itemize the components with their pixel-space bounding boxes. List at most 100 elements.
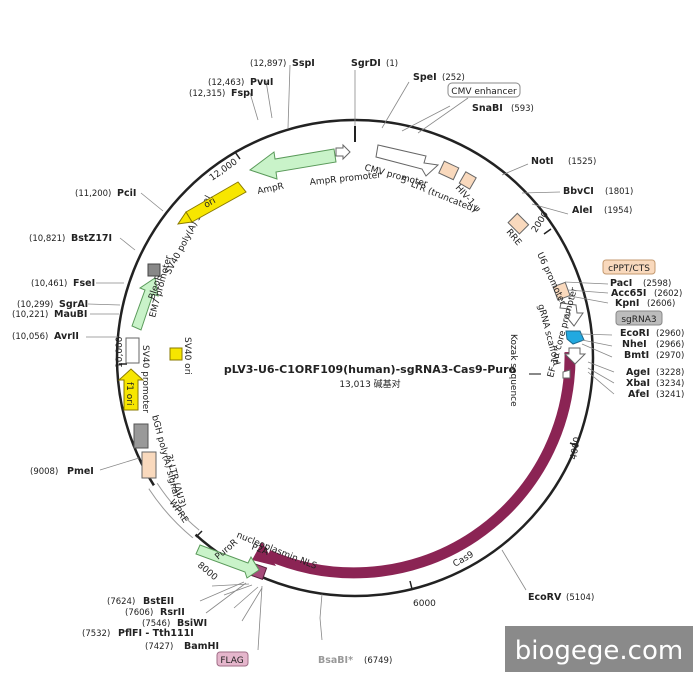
site-bsiwi-pos: (7546)	[142, 619, 170, 629]
site-pcii-name: PciI	[117, 188, 136, 199]
ampr-arrow	[248, 148, 337, 180]
cppt-box	[552, 281, 571, 301]
tick-label-4000: 4000	[569, 436, 583, 461]
site-xbai-pos: (3234)	[656, 379, 684, 389]
kozak-label: Kozak sequence	[508, 334, 518, 407]
site-sspi-name: SspI	[292, 58, 315, 69]
site-agei-pos: (3228)	[656, 368, 684, 378]
site-sgrdi-name: SgrDI	[351, 58, 381, 69]
sgrna3-box	[565, 330, 585, 345]
site-ecori-name: EcoRI	[620, 328, 650, 339]
site-leader-lines	[86, 64, 615, 651]
site-bamhi-name: BamHI	[184, 641, 219, 652]
flag-tag: FLAG	[216, 651, 249, 667]
flag-text: FLAG	[220, 656, 243, 666]
sgrna3-tag: sgRNA3	[615, 310, 663, 326]
site-bstz17i-pos: (10,821)	[29, 234, 65, 244]
site-rsrii-name: RsrII	[160, 607, 185, 618]
ltr3-box	[141, 451, 157, 479]
site-paci-name: PacI	[610, 278, 632, 289]
cppt-cts-tag: cPPT/CTS	[602, 259, 656, 275]
site-labels-left: (7427) BamHI (7532) PflFI - Tth111I (754…	[12, 58, 315, 652]
site-rsrii-pos: (7606)	[125, 608, 153, 618]
site-pvui-name: PvuI	[250, 77, 273, 88]
site-maubi-name: MauBI	[54, 309, 87, 320]
site-bsabi-pos: (6749)	[364, 656, 392, 666]
site-afei-name: AfeI	[628, 389, 649, 400]
u6-promoter-label: U6 promoter	[534, 251, 567, 307]
site-bmti-pos: (2970)	[656, 351, 684, 361]
site-bsiwi-name: BsiWI	[177, 618, 207, 629]
f1-ori-label: f1 ori	[124, 382, 134, 405]
site-bbvci-name: BbvCI	[563, 186, 594, 197]
site-pflfi-pos: (7532)	[82, 629, 110, 639]
site-avrii-pos: (10,056)	[12, 332, 48, 342]
map-subtitle: 13,013 碱基对	[339, 378, 400, 390]
watermark-text: biogege.com	[515, 636, 683, 666]
site-sgrai-pos: (10,299)	[17, 300, 53, 310]
site-kpni-name: KpnI	[615, 298, 639, 309]
site-acc65i-name: Acc65I	[611, 288, 646, 299]
site-pflfi-name: PflFI - Tth111I	[118, 628, 194, 639]
site-spei-name: SpeI	[413, 72, 437, 83]
site-fspi-pos: (12,315)	[189, 89, 225, 99]
cppt-cts-text: cPPT/CTS	[608, 264, 650, 274]
site-pmei-name: PmeI	[67, 466, 94, 477]
bleor-arrow	[131, 277, 159, 331]
site-bsabi-name: BsaBI*	[318, 655, 353, 666]
map-title: pLV3-U6-C1ORF109(human)-sgRNA3-Cas9-Puro	[224, 363, 517, 376]
f1-ori-arrow	[117, 368, 145, 411]
site-ecori-pos: (2960)	[656, 329, 684, 339]
tick-label-6000: 6000	[413, 599, 436, 609]
sv40-polya-box	[147, 263, 161, 277]
sv40-ori-label: SV40 ori	[182, 337, 192, 375]
site-ecorv-name: EcoRV	[528, 592, 562, 603]
ef1a-marker	[562, 369, 571, 379]
site-sgrdi-pos: (1)	[386, 59, 398, 69]
site-agei-name: AgeI	[626, 367, 650, 378]
cmv-enhancer-tag: CMV enhancer	[447, 82, 521, 98]
site-snabi-pos: (593)	[511, 104, 534, 114]
site-xbai-name: XbaI	[626, 378, 650, 389]
site-pmei-pos: (9008)	[30, 467, 58, 477]
site-bamhi-pos: (7427)	[145, 642, 173, 652]
sv40-ori-box	[169, 347, 183, 361]
tick-label-12000: 12,000	[208, 157, 240, 183]
site-fsei-name: FseI	[73, 278, 95, 289]
watermark: biogege.com	[505, 626, 693, 672]
ampr-promoter-label: AmpR promoter	[309, 171, 381, 188]
cas9-feature: Cas9	[252, 351, 576, 579]
tick-label-10000: 10,000	[115, 336, 125, 368]
site-bmti-name: BmtI	[624, 350, 649, 361]
site-avrii-name: AvrII	[54, 331, 79, 342]
site-bbvci-pos: (1801)	[605, 187, 633, 197]
sv40-promoter-label: SV40 promoter	[140, 345, 150, 413]
sgrna3-text: sgRNA3	[621, 315, 656, 325]
site-noti-pos: (1525)	[568, 157, 596, 167]
site-bstz17i-name: BstZ17I	[71, 233, 112, 244]
site-paci-pos: (2598)	[643, 279, 671, 289]
site-sgrai-name: SgrAI	[59, 299, 88, 310]
hiv-psi-box	[458, 171, 477, 190]
site-alei-pos: (1954)	[604, 206, 632, 216]
site-bsteii-pos: (7624)	[107, 597, 135, 607]
ampr-label: AmpR	[257, 182, 285, 197]
tick-label-8000: 8000	[195, 561, 219, 584]
site-bsteii-name: BstEII	[143, 596, 174, 607]
wpre-box	[149, 483, 199, 538]
site-snabi-name: SnaBI	[472, 103, 503, 114]
cmv-enhancer-text: CMV enhancer	[451, 87, 517, 97]
ampr-promoter-arrow	[335, 143, 351, 161]
site-spei-pos: (252)	[442, 73, 465, 83]
ltr5-box	[438, 160, 460, 181]
u6-promoter-arrow	[559, 302, 584, 327]
rre-box	[507, 212, 530, 235]
site-nhei-pos: (2966)	[656, 340, 684, 350]
bgh-box	[133, 423, 149, 449]
site-noti-name: NotI	[531, 156, 554, 167]
site-labels-right: SgrDI (1) SpeI (252) SnaBI (593) NotI (1…	[318, 58, 684, 666]
grna-scaffold-arrow	[563, 347, 587, 365]
site-pvui-pos: (12,463)	[208, 78, 244, 88]
